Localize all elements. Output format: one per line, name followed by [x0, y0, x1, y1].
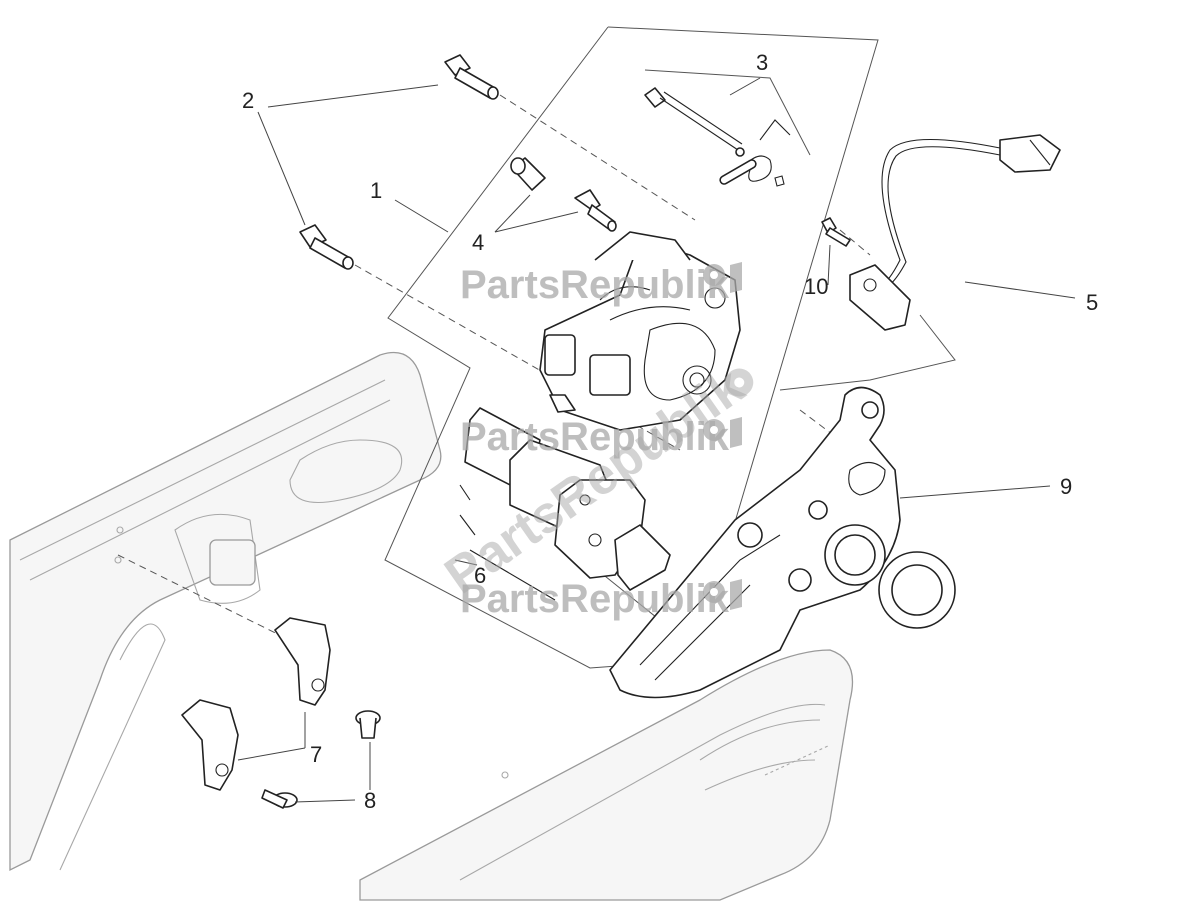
part-bolt-lower: [299, 224, 354, 270]
leader-lines: [237, 77, 1076, 803]
gear-icon: [703, 581, 725, 603]
part-bleed-valve: [510, 157, 617, 232]
callout-10: 10: [804, 274, 828, 299]
gear-icon: [703, 264, 725, 286]
part-brake-pads: [459, 407, 671, 601]
watermark-top: PartsRepublik: [460, 262, 742, 307]
watermark-bottom: PartsRepublik: [460, 577, 742, 621]
flag-icon: [730, 417, 742, 448]
part-brake-caliper: [539, 231, 741, 431]
part-caliper-bracket: [609, 386, 956, 699]
callout-3: 3: [756, 50, 768, 75]
callout-4: 4: [472, 230, 484, 255]
part-bolt-upper: [444, 54, 499, 100]
gear-icon: [703, 419, 725, 441]
part-bolt-8-lower: [261, 789, 298, 809]
flag-icon: [730, 262, 742, 293]
watermark-text: PartsRepublik: [460, 263, 730, 307]
flag-icon: [730, 579, 742, 610]
part-speed-sensor: [849, 134, 1061, 331]
assembly-outline-box: [384, 26, 956, 669]
callout-2: 2: [242, 88, 254, 113]
callout-8: 8: [364, 788, 376, 813]
part-screw-10: [821, 217, 851, 247]
callouts: 1 2 3 4 5 6 7 8 9 10: [242, 50, 1098, 813]
callout-1: 1: [370, 178, 382, 203]
callout-9: 9: [1060, 474, 1072, 499]
callout-7: 7: [310, 742, 322, 767]
gear-icon: [725, 368, 754, 397]
part-bolt-8-upper: [355, 710, 381, 739]
watermark-text: PartsRepublik: [460, 577, 730, 621]
callout-6: 6: [474, 563, 486, 588]
watermark-text: PartsRepublik: [460, 415, 730, 459]
part-pin-kit: [644, 87, 791, 187]
callout-5: 5: [1086, 290, 1098, 315]
watermark-middle: PartsRepublik: [460, 415, 742, 459]
part-clip-lower: [181, 699, 239, 791]
part-clip-upper: [274, 617, 331, 706]
swingarm-frame: [9, 351, 854, 901]
